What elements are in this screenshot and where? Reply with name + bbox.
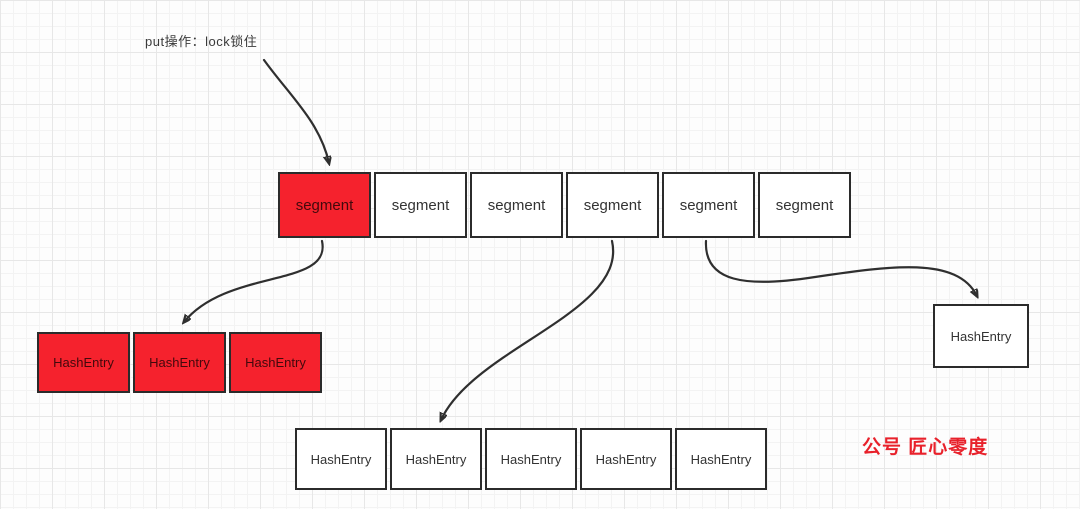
arrow-segment1-to-left-array [184, 239, 324, 322]
segment-cell: segment [662, 172, 755, 238]
hashentry-cell: HashEntry [933, 304, 1029, 368]
left-hashentry-array: HashEntry HashEntry HashEntry [37, 332, 322, 393]
hashentry-label: HashEntry [690, 451, 752, 467]
segment-cell: segment [470, 172, 563, 238]
hashentry-label: HashEntry [149, 355, 210, 370]
hashentry-label: HashEntry [500, 451, 562, 467]
right-hashentry-box: HashEntry [933, 304, 1029, 368]
hashentry-cell: HashEntry [580, 428, 672, 490]
segment-array: segment segment segment segment segment … [278, 172, 851, 238]
hashentry-cell: HashEntry [37, 332, 130, 393]
hashentry-cell: HashEntry [485, 428, 577, 490]
segment-label: segment [679, 196, 738, 214]
segment-label: segment [487, 196, 546, 214]
hashentry-cell: HashEntry [675, 428, 767, 490]
put-lock-annotation: put操作：lock锁住 [145, 34, 258, 49]
segment-label: segment [391, 196, 450, 214]
hashentry-label: HashEntry [310, 451, 372, 467]
watermark-text: 公号 匠心零度 [862, 437, 989, 458]
hashentry-label: HashEntry [405, 451, 467, 467]
arrow-segment5-to-right-box [704, 239, 977, 296]
hashentry-label: HashEntry [53, 355, 114, 370]
hashentry-cell: HashEntry [229, 332, 322, 393]
hashentry-cell: HashEntry [133, 332, 226, 393]
hashentry-cell: HashEntry [390, 428, 482, 490]
segment-cell: segment [374, 172, 467, 238]
segment-label: segment [295, 196, 354, 214]
arrow-put-to-segment [262, 58, 329, 163]
arrow-segment4-to-bottom-array [441, 239, 615, 420]
segment-cell-highlighted: segment [278, 172, 371, 238]
segment-label: segment [775, 196, 834, 214]
segment-cell: segment [758, 172, 851, 238]
bottom-hashentry-array: HashEntry HashEntry HashEntry HashEntry … [295, 428, 767, 490]
hashentry-label: HashEntry [595, 451, 657, 467]
hashentry-cell: HashEntry [295, 428, 387, 490]
hashentry-label: HashEntry [950, 328, 1012, 344]
segment-label: segment [583, 196, 642, 214]
segment-cell: segment [566, 172, 659, 238]
hashentry-label: HashEntry [245, 355, 306, 370]
